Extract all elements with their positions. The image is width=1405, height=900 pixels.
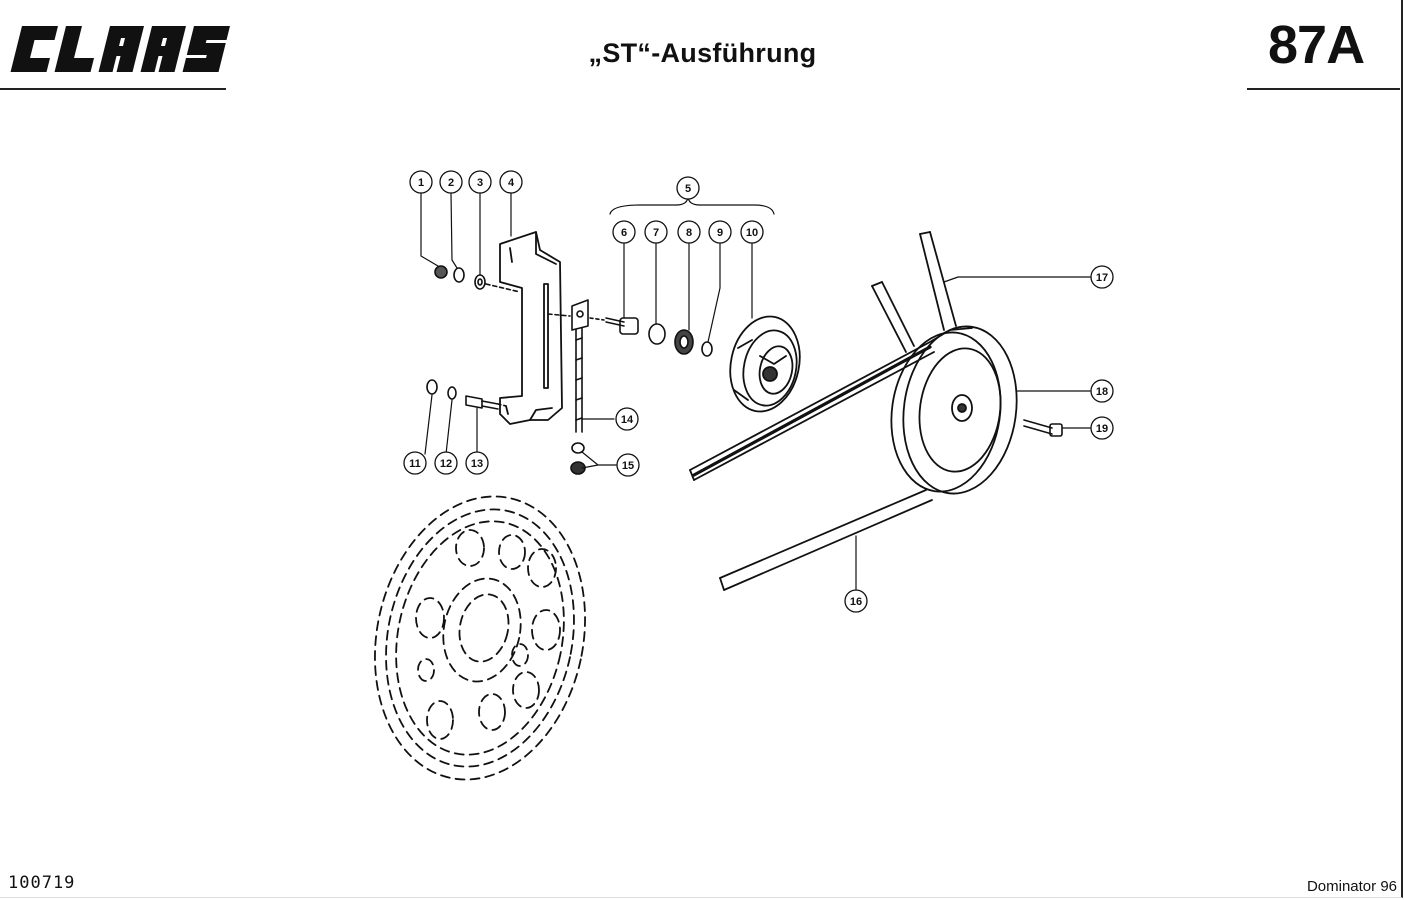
sheet-title: „ST“-Ausführung (588, 38, 817, 68)
nut-washers-upper (434, 265, 521, 293)
bolt-washers-lower (426, 379, 507, 410)
callout-15: 15 (622, 460, 634, 472)
callout-1: 1 (418, 177, 424, 189)
callout-6: 6 (621, 227, 627, 239)
bearing (674, 329, 694, 355)
callout-3: 3 (477, 177, 483, 189)
model-name: Dominator 96 (1306, 878, 1397, 895)
callout-17: 17 (1096, 272, 1108, 284)
callout-9: 9 (717, 227, 723, 239)
callout-18: 18 (1096, 386, 1108, 398)
drawing-number: 100719 (8, 873, 76, 893)
header-rule-left (0, 88, 226, 90)
callout-14: 14 (621, 414, 634, 426)
sheet-number: 87A (1268, 15, 1365, 75)
header-rule-right (1247, 88, 1400, 90)
pivot-bolt (589, 317, 639, 335)
leader-lines (420, 192, 1091, 591)
v-belt (689, 231, 973, 591)
callout-16: 16 (850, 596, 862, 608)
crankshaft-pulley (890, 325, 1018, 495)
callout-2: 2 (448, 177, 454, 189)
callout-4: 4 (508, 177, 515, 189)
callout-10: 10 (746, 227, 758, 239)
callout-circles (403, 170, 1114, 613)
tension-rod (547, 299, 589, 475)
callout-7: 7 (653, 227, 659, 239)
flywheel-dashed (374, 495, 586, 781)
callout-11: 11 (409, 458, 421, 470)
callout-12: 12 (440, 458, 452, 470)
callout-19: 19 (1096, 423, 1108, 435)
callout-5: 5 (685, 183, 691, 195)
idler-pulley (729, 315, 801, 413)
callout-13: 13 (471, 458, 483, 470)
bracket (499, 231, 563, 425)
callout-8: 8 (686, 227, 692, 239)
bolt (1023, 419, 1063, 437)
claas-logo (10, 26, 230, 72)
washer (648, 323, 666, 345)
circlip (701, 341, 713, 357)
